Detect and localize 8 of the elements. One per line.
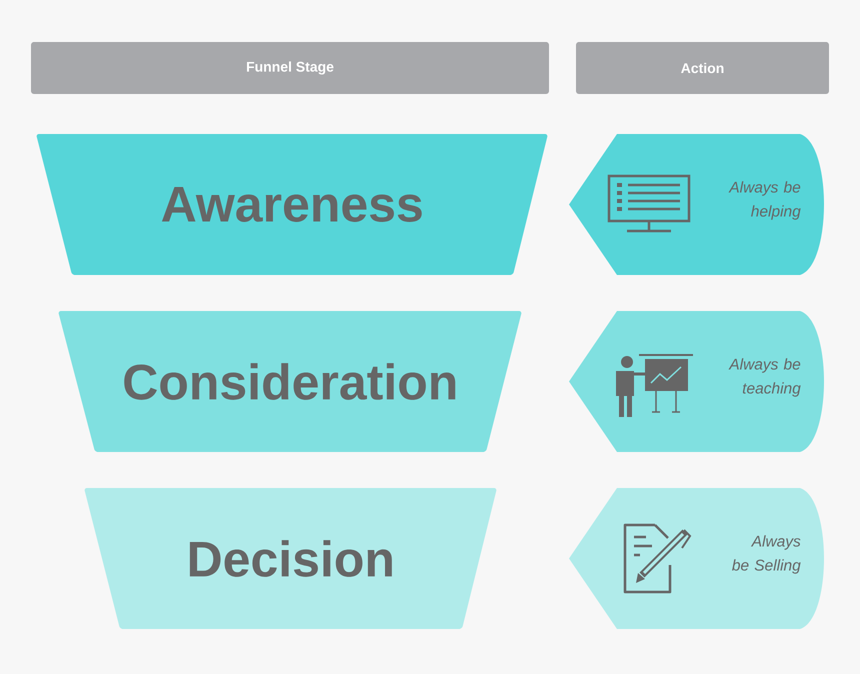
column-header: Action xyxy=(576,42,829,94)
action-tag: Always be Selling xyxy=(569,488,824,629)
action-tag: Always be teaching xyxy=(569,311,824,452)
funnel-stage: Awareness xyxy=(36,134,548,275)
column-header: Funnel Stage xyxy=(31,42,549,94)
funnel-stage: Decision xyxy=(84,488,496,629)
funnel-stage: Consideration xyxy=(58,311,522,452)
action-tag: Always be helping xyxy=(569,134,824,275)
